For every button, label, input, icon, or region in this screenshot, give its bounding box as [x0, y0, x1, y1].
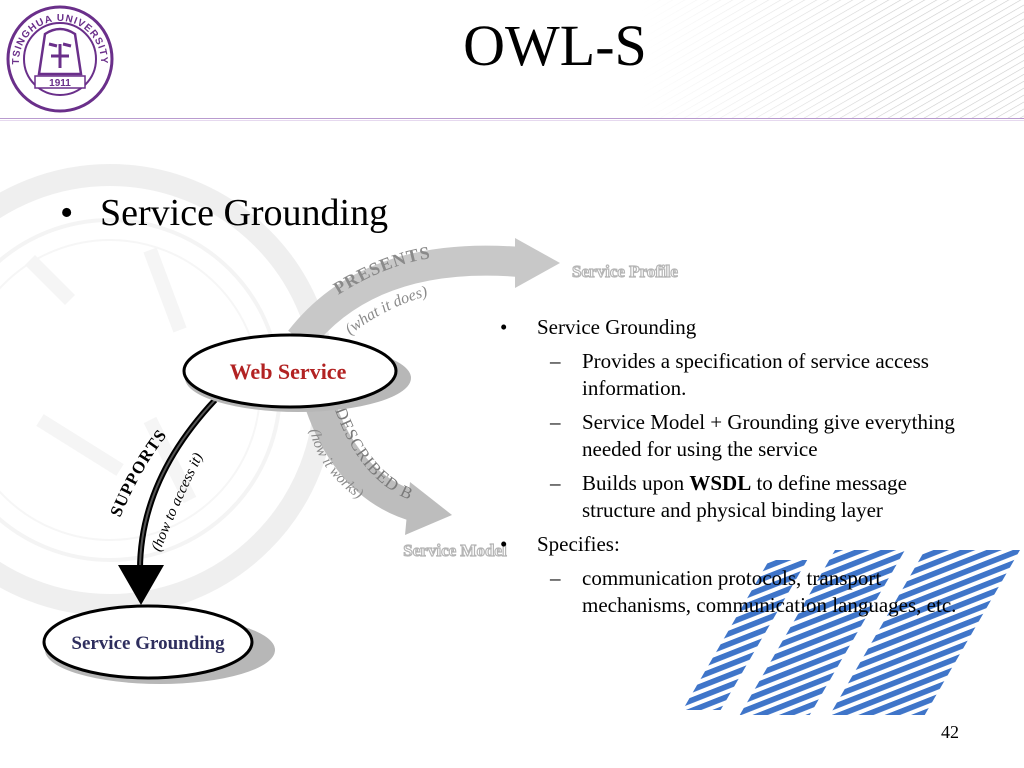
service-grounding-label: Service Grounding	[71, 633, 225, 654]
main-bullet-text: Service Grounding	[100, 192, 389, 234]
sub-bullet-text: communication protocols, transport mecha…	[582, 566, 957, 617]
bullet-marker: •	[500, 532, 508, 556]
page-number: 42	[941, 722, 959, 742]
sub-bullet-text: Service Model + Grounding give everythin…	[582, 410, 955, 461]
web-service-label: Web Service	[230, 359, 347, 384]
title-rule-shadow	[0, 120, 1024, 121]
corner-hatching	[640, 0, 1024, 118]
sub-bullet-item: –communication protocols, transport mech…	[500, 565, 960, 619]
bullet-item: • Service Grounding	[500, 314, 960, 341]
sub-bullet-bold-text: WSDL	[689, 471, 752, 495]
sub-bullet-item: –Service Model + Grounding give everythi…	[500, 409, 960, 463]
how-to-access-it-label: (how to access it)	[149, 451, 207, 554]
service-profile-label: Service Profile	[572, 262, 678, 281]
service-grounding-node: Service Grounding	[42, 604, 275, 684]
bullet-item: • Specifies:	[500, 531, 960, 558]
sub-bullet-text: Builds upon	[582, 471, 690, 495]
presents-arrow	[288, 238, 560, 350]
sub-bullet-marker: –	[550, 410, 561, 434]
svg-text:DESCRIBED BY: DESCRIBED BY	[0, 0, 417, 504]
bullet-text: Specifies:	[537, 532, 620, 556]
ibm-logo	[682, 550, 1020, 715]
bullet-marker: •	[500, 315, 508, 339]
web-service-node: Web Service	[182, 333, 411, 412]
sub-bullet-marker: –	[550, 349, 561, 373]
main-bullet: • Service Grounding	[60, 190, 388, 236]
main-bullet-marker: •	[60, 192, 74, 234]
bullet-text: Service Grounding	[537, 315, 697, 339]
logo-year: 1911	[49, 78, 71, 89]
sub-bullet-text: Provides a specification of service acce…	[582, 349, 929, 400]
sub-bullet-item: –Provides a specification of service acc…	[500, 348, 960, 402]
described-by-label: DESCRIBED BY	[0, 0, 416, 504]
supports-arrow	[118, 397, 218, 605]
sub-bullet-marker: –	[550, 471, 561, 495]
sub-bullet-marker: –	[550, 566, 561, 590]
tsinghua-university-logo: TSINGHUA UNIVERSITY 1911	[6, 5, 114, 113]
title-rule	[0, 118, 1024, 119]
page-title: OWL-S	[463, 13, 647, 78]
described-by-arrow	[305, 399, 452, 535]
sub-bullet-text: to define message structure and physical…	[582, 471, 907, 522]
content-list: •Service Grounding–Provides a specificat…	[500, 314, 960, 626]
service-model-label: Service Model	[403, 541, 507, 560]
svg-text:(how to access it): (how to access it)	[149, 451, 207, 554]
sub-bullet-item: –Builds upon WSDL to define message stru…	[500, 470, 960, 524]
